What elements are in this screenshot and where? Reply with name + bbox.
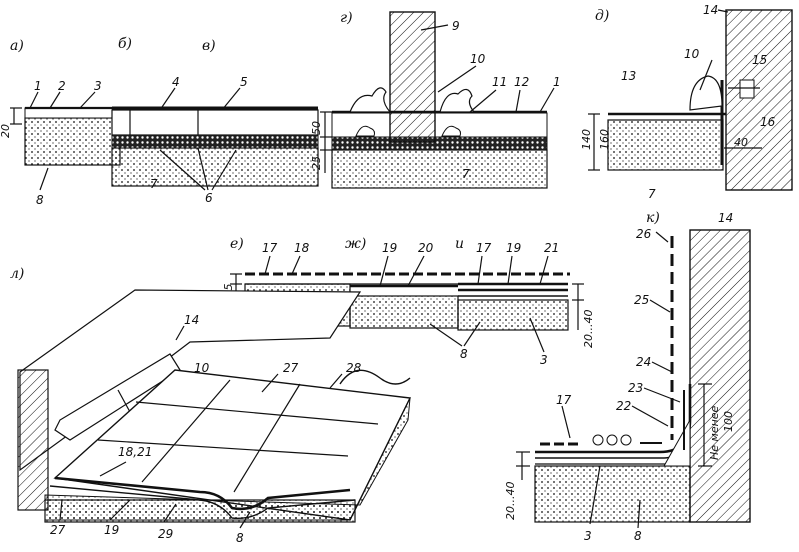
- callout-14: 14: [703, 3, 718, 17]
- callout-6: 6: [205, 191, 213, 205]
- callout-14c: 14: [184, 313, 199, 327]
- callout-8d: 8: [634, 529, 642, 543]
- callout-10c: 10: [194, 361, 210, 375]
- callout-8: 8: [36, 193, 44, 207]
- dim-40: 40: [734, 136, 748, 149]
- callout-12: 12: [514, 75, 529, 89]
- callout-17b: 17: [476, 241, 492, 255]
- detail-d: [588, 9, 793, 191]
- dim-not-less: Не менее: [708, 405, 721, 460]
- callout-22: 22: [616, 399, 631, 413]
- section-label-k: к): [646, 210, 660, 226]
- callout-18-21: 18,21: [118, 445, 152, 459]
- callout-10b: 10: [684, 47, 700, 61]
- callout-1: 1: [34, 79, 42, 93]
- section-label-a: а): [10, 38, 24, 54]
- section-label-g: г): [340, 10, 353, 26]
- callout-18: 18: [294, 241, 310, 255]
- detail-g: [320, 11, 555, 189]
- callout-1b: 1: [553, 75, 561, 89]
- dim-50: 50: [310, 121, 323, 135]
- callout-27a: 27: [283, 361, 299, 375]
- detail-l: [17, 289, 412, 529]
- detail-a-b-v: [10, 87, 319, 191]
- dim-140: 140: [580, 129, 593, 150]
- callout-21: 21: [544, 241, 559, 255]
- section-label-i: и: [455, 236, 464, 252]
- callout-3: 3: [94, 79, 102, 93]
- callout-9: 9: [452, 19, 460, 33]
- section-label-zh: ж): [345, 236, 366, 252]
- callout-8c: 8: [460, 347, 468, 361]
- callout-4: 4: [172, 75, 180, 89]
- callout-17c: 17: [556, 393, 572, 407]
- section-label-l: л): [10, 266, 24, 282]
- callout-3b: 3: [540, 353, 548, 367]
- dim-100: 100: [722, 411, 735, 432]
- dim-160: 160: [598, 129, 611, 150]
- callout-13: 13: [621, 69, 636, 83]
- callout-7c: 7: [648, 187, 656, 201]
- dim-25: 25: [310, 156, 323, 170]
- section-label-b: б): [118, 36, 132, 52]
- section-label-e: е): [230, 236, 244, 252]
- callout-28: 28: [346, 361, 362, 375]
- callout-23: 23: [628, 381, 643, 395]
- callout-16: 16: [760, 115, 776, 129]
- callout-2: 2: [58, 79, 66, 93]
- dim-20: 20: [0, 124, 12, 138]
- section-label-d: д): [595, 8, 609, 24]
- callout-8e: 8: [236, 531, 244, 545]
- callout-26: 26: [636, 227, 652, 241]
- callout-19c: 19: [104, 523, 119, 537]
- callout-25: 25: [634, 293, 649, 307]
- callout-11: 11: [492, 75, 507, 89]
- callout-19: 19: [382, 241, 397, 255]
- callout-7b: 7: [462, 167, 470, 181]
- dim-20-40-b: 20...40: [504, 482, 517, 520]
- callout-5: 5: [240, 75, 248, 89]
- callout-20: 20: [418, 241, 434, 255]
- callout-29: 29: [158, 527, 173, 541]
- callout-27b: 27: [50, 523, 66, 537]
- callout-19b: 19: [506, 241, 521, 255]
- section-label-v: в): [202, 38, 216, 54]
- callout-17: 17: [262, 241, 278, 255]
- detail-k: [516, 229, 751, 529]
- callout-3c: 3: [584, 529, 592, 543]
- dim-20-40-a: 20...40: [582, 310, 595, 348]
- callout-24: 24: [636, 355, 651, 369]
- callout-15: 15: [752, 53, 767, 67]
- callout-10: 10: [470, 52, 486, 66]
- callout-7: 7: [150, 177, 158, 191]
- callout-14b: 14: [718, 211, 733, 225]
